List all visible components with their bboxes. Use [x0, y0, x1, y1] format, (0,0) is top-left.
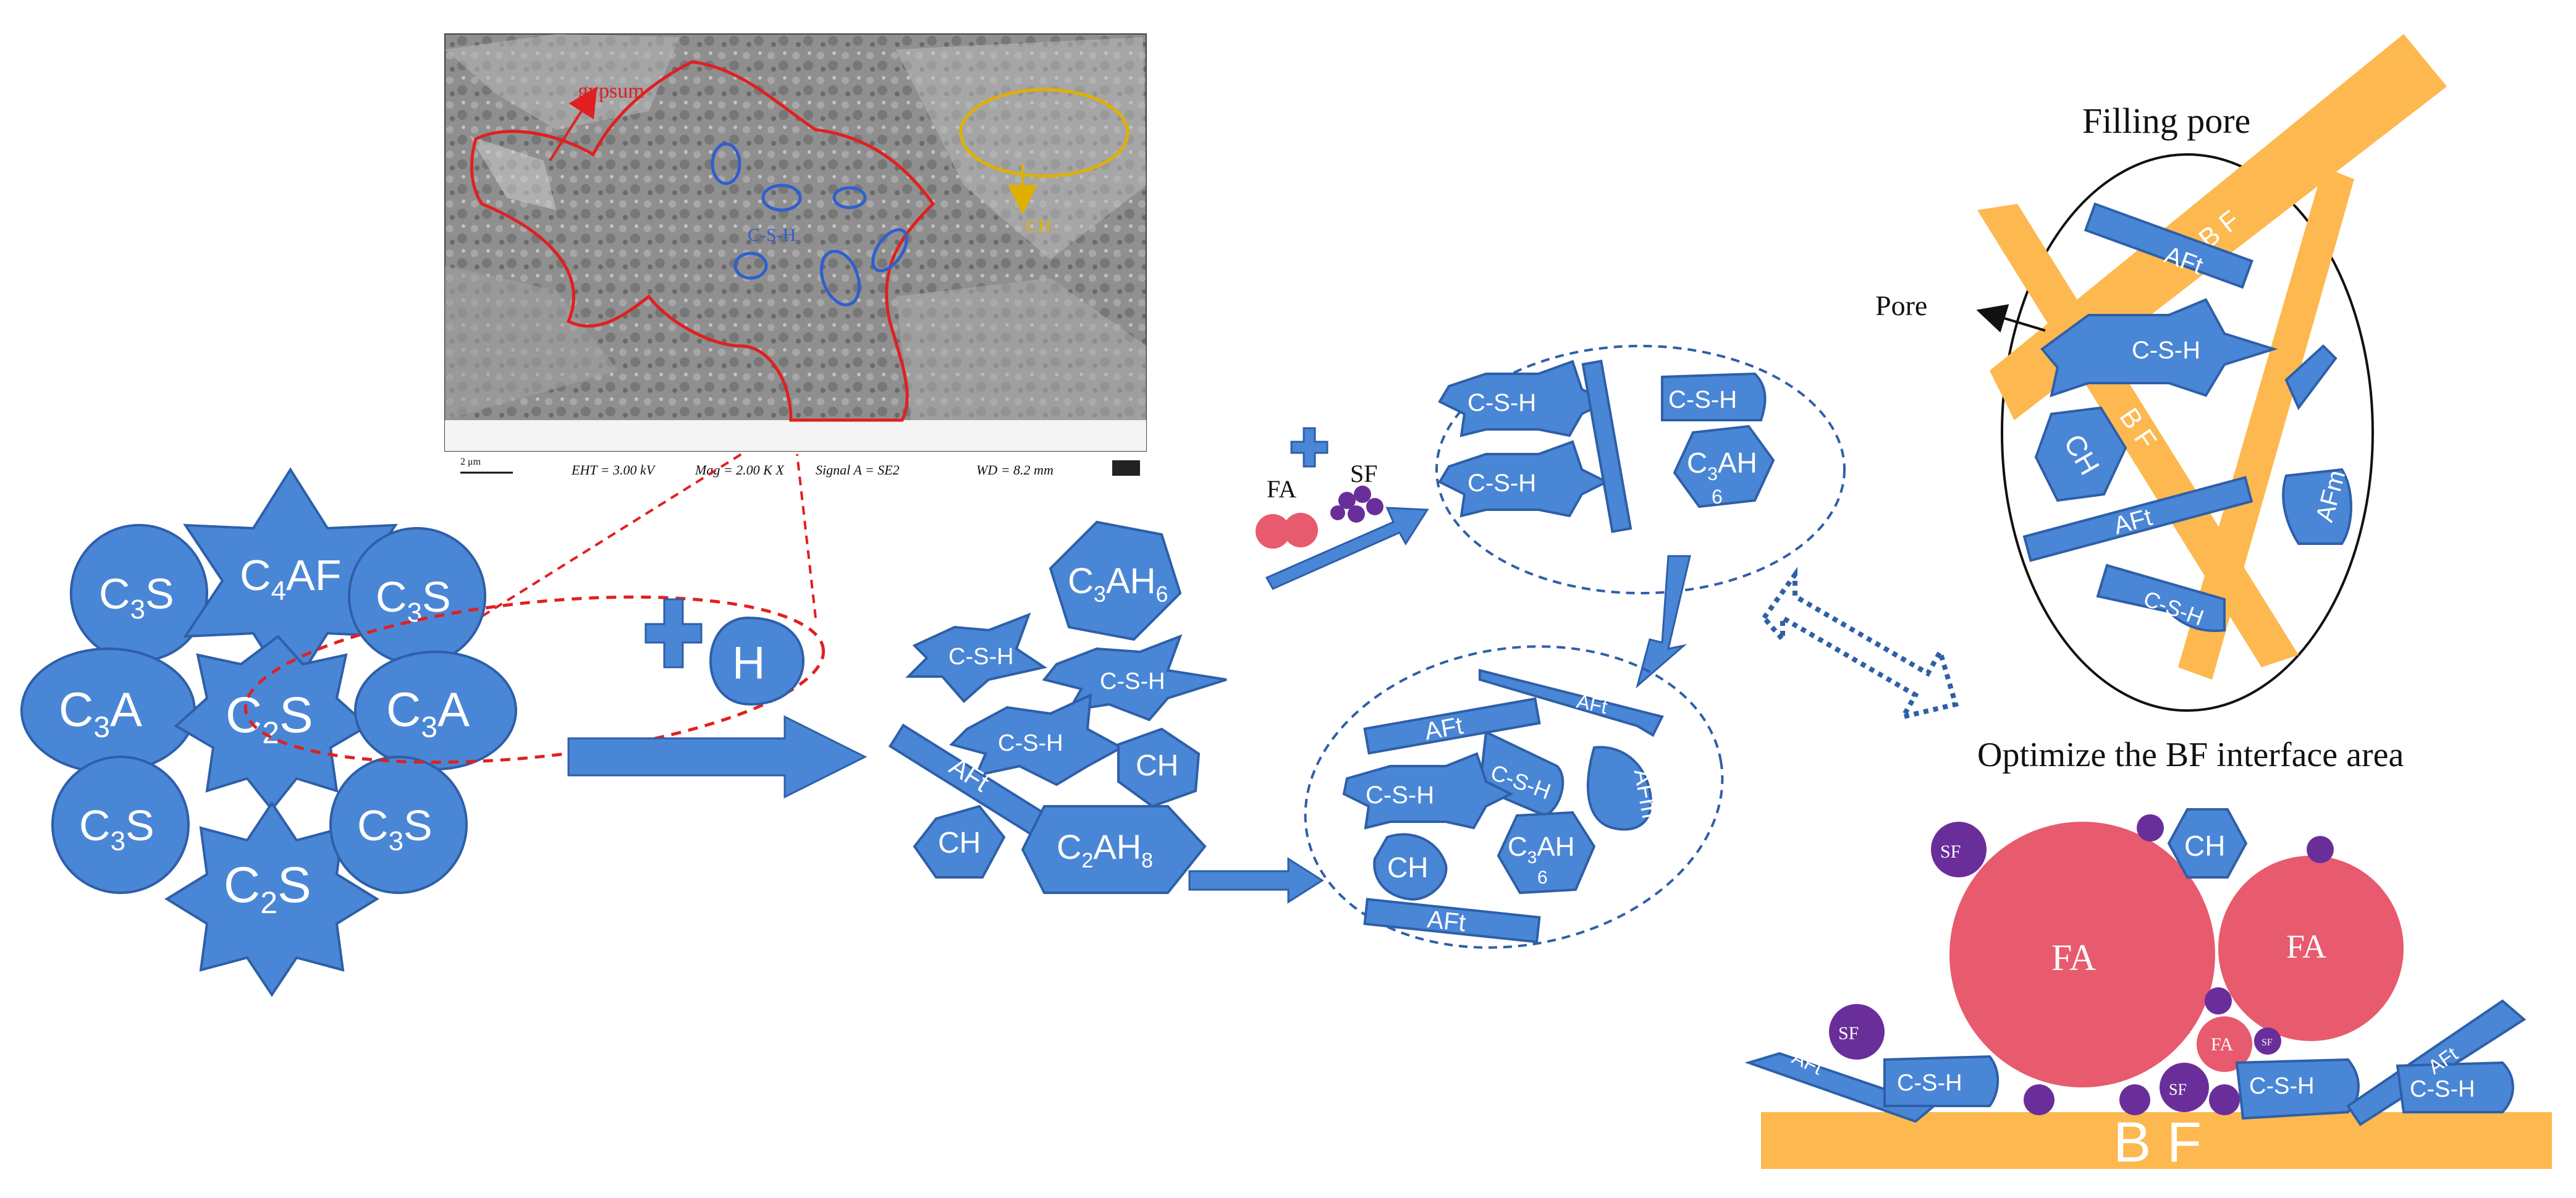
sem-scale: 2 μm — [460, 457, 481, 467]
sf-label-rb2: SF — [1838, 1023, 1859, 1044]
hydration-products — [888, 520, 1227, 894]
c3s-label-3: C3S — [79, 801, 154, 856]
csh-label-m3: C-S-H — [998, 730, 1063, 756]
bf-fiber-bar — [1761, 1112, 2552, 1169]
fa-label-rb2: FA — [2286, 928, 2326, 965]
ch-label-m1: CH — [1136, 749, 1178, 782]
clinker-cluster — [20, 467, 517, 997]
bf-interface-title: Optimize the BF interface area — [1977, 736, 2404, 774]
ch-label-m2: CH — [938, 827, 981, 859]
plus-water: H — [644, 598, 805, 706]
csh-label-t3: C-S-H — [1668, 386, 1737, 413]
csh-sem-label: C-S-H — [748, 225, 796, 245]
c3s-label-4: C3S — [357, 801, 433, 856]
aft-label-l1: AFt — [1575, 690, 1610, 719]
c2s-label-1: C2S — [226, 687, 313, 750]
clinker-labels: C3S C4AF C3S C3A C2S C3A C3S C2S C3S — [59, 551, 470, 920]
link-double-arrow — [1760, 567, 1959, 720]
svg-text:C3AH6: C3AH6 — [1068, 561, 1168, 607]
sem-signal: Signal A = SE2 — [816, 462, 900, 478]
sf-label-top: SF — [1350, 460, 1378, 487]
svg-text:C3AH: C3AH — [1508, 832, 1574, 867]
fa-label-rb3: FA — [2211, 1034, 2233, 1055]
csh-label-t1: C-S-H — [1467, 389, 1536, 416]
zoom-ellipse — [243, 595, 826, 764]
c3s-label-2: C3S — [376, 573, 451, 628]
c3a-label-1: C3A — [59, 682, 142, 744]
aft-label-rt2: AFt — [2111, 504, 2155, 540]
c4af-label: C4AF — [240, 551, 342, 606]
fa-sf-addition: FA SF — [1256, 427, 1429, 590]
hydration-arrow — [567, 715, 868, 799]
sem-wd: WD = 8.2 mm — [976, 462, 1054, 478]
ch-sem-label: CH — [1026, 216, 1052, 236]
csh-label-rt1: C-S-H — [2132, 337, 2200, 364]
pore-label: Pore — [1875, 290, 1927, 321]
csh-label-rb3: C-S-H — [2410, 1076, 2475, 1102]
csh-label-m2: C-S-H — [1100, 669, 1165, 694]
fa-label-rb1: FA — [2051, 937, 2096, 978]
svg-text:C3AH: C3AH — [1687, 447, 1757, 484]
water-drop — [709, 616, 805, 706]
arrow-down — [1636, 555, 1691, 689]
svg-text:C2AH8: C2AH8 — [1057, 827, 1153, 872]
csh-label-m1: C-S-H — [948, 644, 1014, 670]
fa-label-top: FA — [1267, 475, 1296, 503]
ch-label-rb: CH — [2184, 830, 2225, 862]
sf-label-rb3: SF — [2169, 1081, 2187, 1099]
bf-interface-panel: Optimize the BF interface area B F FA FA… — [1744, 736, 2552, 1174]
sf-label-rb4: SF — [2261, 1037, 2273, 1048]
fa-sf-products-ellipse: C-S-H C-S-H AFt C-S-H C3AH 6 — [1435, 345, 1846, 594]
arrow-to-lower — [1188, 857, 1324, 904]
aft-label-t1: AFt — [1618, 426, 1649, 464]
aft-label-l3: AFt — [1426, 906, 1467, 937]
csh-label-rb2: C-S-H — [2249, 1073, 2315, 1099]
ch-label-l1: CH — [1387, 851, 1428, 884]
bf-label-rb: B F — [2113, 1111, 2202, 1174]
filling-pore-panel: Filling pore B F B F B F AFt C-S-H CH AF… — [1875, 34, 2447, 712]
gypsum-label: gypsum — [578, 80, 644, 103]
c2s-label-2: C2S — [224, 857, 311, 920]
csh-label-l2: C-S-H — [1366, 782, 1434, 809]
aft-label-l2: AFt — [1422, 712, 1465, 745]
sem-mag: Mag = 2.00 K X — [695, 462, 785, 478]
sem-micrograph: gypsum C-S-H CH 2 μm EHT = 3.00 kV Mag =… — [444, 33, 1147, 478]
hydration-products-ellipse: AFt AFt C-S-H AFm C-S-H CH C3AH 6 AFt — [1304, 645, 1724, 949]
water-label: H — [732, 637, 765, 688]
sf-label-rb1: SF — [1940, 842, 1961, 862]
sem-eht: EHT = 3.00 kV — [571, 462, 656, 478]
svg-text:6: 6 — [1537, 867, 1548, 888]
svg-text:6: 6 — [1712, 486, 1723, 508]
csh-label-rb1: C-S-H — [1897, 1070, 1962, 1096]
c3s-label-1: C3S — [99, 570, 174, 625]
c3a-label-2: C3A — [386, 682, 470, 744]
csh-label-t2: C-S-H — [1467, 470, 1536, 497]
filling-pore-title: Filling pore — [2082, 101, 2250, 141]
